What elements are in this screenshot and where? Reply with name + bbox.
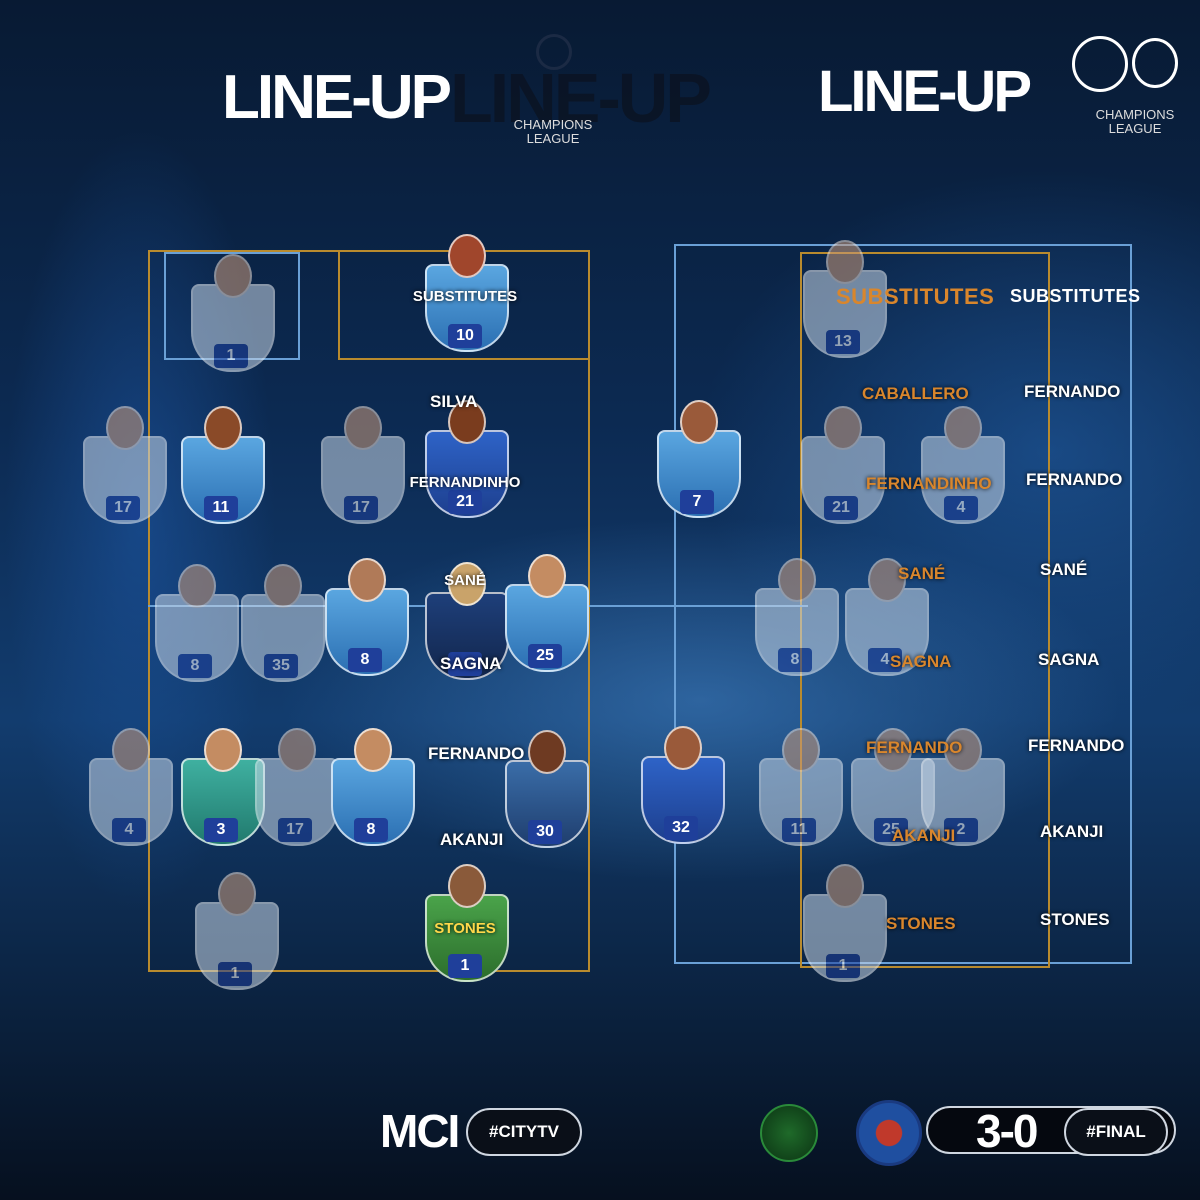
- hashtag-left: #CITYTV: [489, 1122, 559, 1141]
- player-number: 11: [782, 818, 816, 842]
- player-name: SANÉ: [444, 572, 486, 589]
- player-number: 8: [178, 654, 212, 678]
- player-card[interactable]: 10 SUBSTITUTES: [413, 232, 517, 372]
- sub-name-right: FERNANDO: [1028, 736, 1125, 755]
- sub-name: SANÉ: [898, 564, 946, 583]
- player-card[interactable]: 8: [326, 726, 416, 866]
- player-card[interactable]: 17: [78, 404, 168, 544]
- subs-frame-blue: [674, 244, 1132, 964]
- player-card[interactable]: 7: [652, 398, 742, 538]
- champions-league-logo-right: CHAMPIONS LEAGUE: [1040, 28, 1190, 148]
- player-number: 21: [448, 490, 482, 514]
- player-number: 3: [204, 818, 238, 842]
- sub-name-right: SAGNA: [1038, 650, 1100, 669]
- player-label: SAGNA: [440, 654, 502, 673]
- player-number: 4: [944, 496, 978, 520]
- player-card[interactable]: 17: [250, 726, 340, 866]
- sub-name: AKANJI: [892, 826, 956, 845]
- player-card[interactable]: 4: [916, 404, 1006, 544]
- champions-league-logo: CHAMPIONS LEAGUE: [508, 34, 598, 154]
- player-number: 2: [944, 818, 978, 842]
- player-card[interactable]: 1: [190, 870, 280, 1010]
- player-card[interactable]: 17: [316, 404, 406, 544]
- player-card[interactable]: 8: [750, 556, 840, 696]
- club-crest-green: [760, 1104, 818, 1162]
- player-name: FERNANDINHO: [409, 474, 521, 491]
- player-number: 30: [528, 820, 562, 844]
- player-number: 13: [826, 330, 860, 354]
- sub-name: SAGNA: [890, 652, 952, 671]
- player-card[interactable]: SANÉ: [420, 560, 510, 700]
- player-number: 32: [664, 816, 698, 840]
- player-number: 8: [348, 648, 382, 672]
- player-number: 11: [204, 496, 238, 520]
- logo-text: CHAMPIONS LEAGUE: [513, 117, 593, 146]
- score-left: MCI: [380, 1105, 460, 1157]
- sub-name: FERNANDO: [866, 738, 963, 757]
- title-left: LINE-UP: [222, 63, 452, 132]
- player-card[interactable]: 4: [840, 556, 930, 696]
- player-number: 8: [354, 818, 388, 842]
- sub-name-right: FERNANDO: [1024, 382, 1121, 401]
- title-right: LINE-UP: [818, 59, 1032, 124]
- player-card[interactable]: 13: [798, 238, 888, 378]
- hashtag-right: #FINAL: [1086, 1122, 1146, 1141]
- goalkeeper-card[interactable]: 1 STONES: [420, 862, 510, 1002]
- sub-name-right: STONES: [1040, 910, 1110, 929]
- player-number: 17: [278, 818, 312, 842]
- title-center: LINE-UP: [450, 59, 712, 137]
- player-number: 17: [344, 496, 378, 520]
- player-card[interactable]: 11: [176, 404, 266, 544]
- sub-name: FERNANDINHO: [866, 474, 992, 493]
- player-number: [448, 652, 482, 676]
- player-number: 25: [528, 644, 562, 668]
- player-card[interactable]: 35: [236, 562, 326, 702]
- player-card[interactable]: 1: [186, 252, 276, 392]
- player-number: 17: [106, 496, 140, 520]
- player-number: 4: [112, 818, 146, 842]
- sub-name: CABALLERO: [862, 384, 969, 403]
- substitutes-title-ghost: SUBSTITUTES: [1010, 286, 1141, 306]
- player-name: STONES: [434, 920, 496, 937]
- player-number: 21: [824, 496, 858, 520]
- sub-name-right: SANÉ: [1040, 560, 1088, 579]
- player-number: 8: [778, 648, 812, 672]
- player-label: FERNANDO: [428, 744, 525, 763]
- player-number: 7: [680, 490, 714, 514]
- hashtag-right-pill[interactable]: #FINAL: [1064, 1108, 1168, 1156]
- player-card[interactable]: 21 FERNANDINHO: [410, 398, 520, 538]
- player-card[interactable]: 8: [320, 556, 410, 696]
- player-number: 25: [874, 818, 908, 842]
- player-number: 1: [218, 962, 252, 986]
- player-card[interactable]: 3: [176, 726, 266, 866]
- player-card[interactable]: 11: [754, 726, 844, 866]
- player-number: 35: [264, 654, 298, 678]
- player-card[interactable]: 8: [150, 562, 240, 702]
- logo-text-right: CHAMPIONS LEAGUE: [1095, 107, 1175, 136]
- player-number: 1: [214, 344, 248, 368]
- sub-name: STONES: [886, 914, 956, 933]
- hashtag-left-pill[interactable]: #CITYTV: [466, 1108, 582, 1156]
- player-card[interactable]: 2: [916, 726, 1006, 866]
- player-name: SUBSTITUTES: [412, 288, 518, 305]
- player-card[interactable]: 32: [636, 724, 726, 864]
- player-label: SILVA: [430, 392, 478, 411]
- player-card[interactable]: 25: [500, 552, 590, 692]
- player-card[interactable]: 21: [796, 404, 886, 544]
- score-right: 3-0: [976, 1105, 1039, 1157]
- player-number: 1: [826, 954, 860, 978]
- club-crest-blue: [856, 1100, 922, 1166]
- sub-name-right: FERNANDO: [1026, 470, 1123, 489]
- player-number: 4: [868, 648, 902, 672]
- sub-name-right: AKANJI: [1040, 822, 1104, 841]
- player-card[interactable]: 1: [798, 862, 888, 1002]
- player-card[interactable]: 30: [500, 728, 590, 868]
- substitutes-title: SUBSTITUTES: [836, 284, 995, 309]
- player-card[interactable]: 4: [84, 726, 174, 866]
- player-number: 10: [448, 324, 482, 348]
- player-number: 1: [448, 954, 482, 978]
- player-label: AKANJI: [440, 830, 504, 849]
